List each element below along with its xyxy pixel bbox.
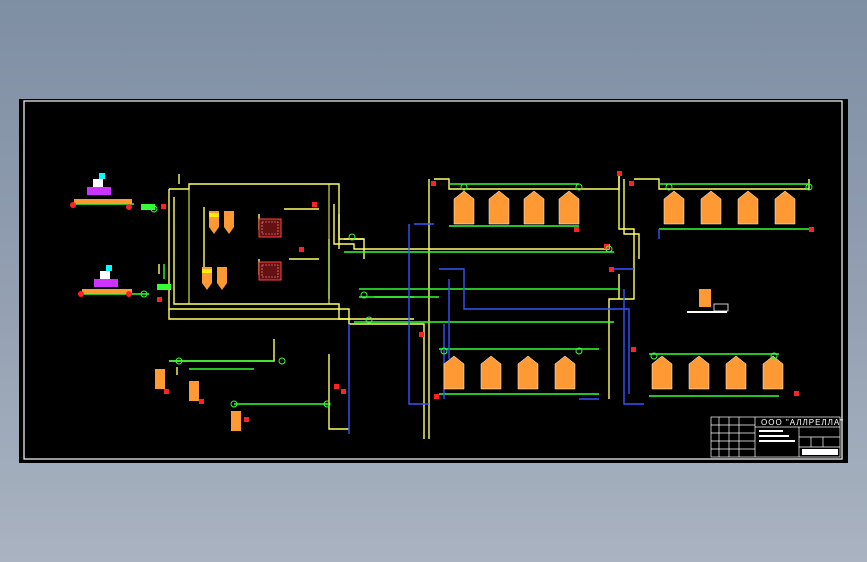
valve-markers [157,171,814,422]
drawing-frame [23,100,843,460]
pipe-network [74,174,810,439]
blue-pipes [348,223,660,434]
schematic-drawing: ООО "АЛЛРЕЛЛА" [23,100,844,460]
drawing-canvas: ООО "АЛЛРЕЛЛА" [19,99,848,463]
title-block-notes [759,430,795,442]
tank-group-bottom-right [651,355,784,390]
inlet-station-top [70,173,155,210]
tag-circles [140,183,813,408]
side-tanks [155,289,711,431]
tank-group-top-right [663,190,796,225]
inlet-station-bottom [78,265,171,297]
tank-group-bottom-left [443,355,576,390]
green-pipes [74,183,809,405]
title-block [710,416,841,458]
equipment-block [188,183,330,305]
company-name: ООО "АЛЛРЕЛЛА" [761,418,844,427]
tank-group-top-left [453,190,580,225]
